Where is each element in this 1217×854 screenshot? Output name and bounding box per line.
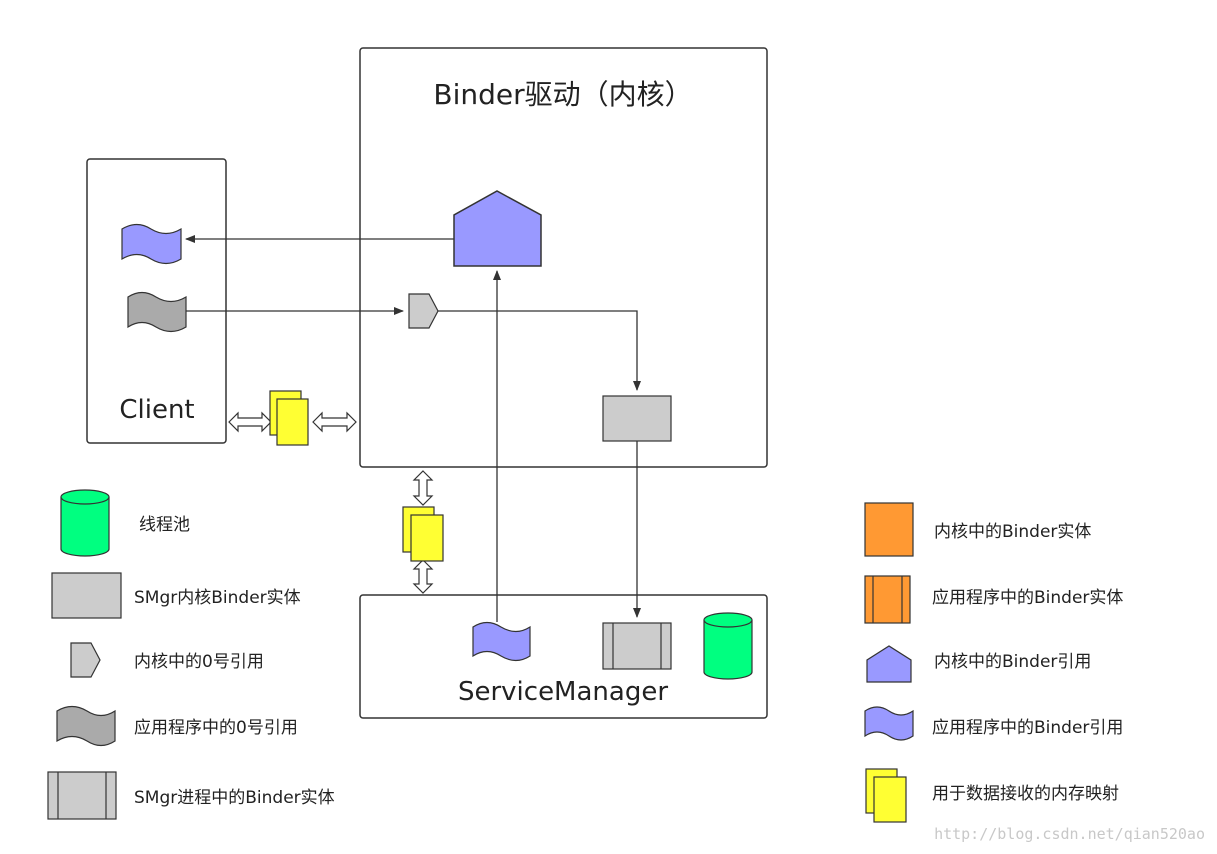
- legend-thread-pool-label: 线程池: [139, 515, 190, 535]
- double-arrow-client-right: [312, 411, 357, 433]
- app-ref-0-legend-icon: [56, 705, 116, 747]
- legend-smgr-process-entity-label: SMgr进程中的Binder实体: [134, 788, 335, 808]
- kernel-box: [359, 47, 768, 468]
- legend-kernel-binder-ref-label: 内核中的Binder引用: [934, 652, 1091, 672]
- kernel-binder-entity-legend-icon: [864, 502, 914, 557]
- client-memory-mapping-icon: [269, 390, 309, 446]
- legend-left: 线程池 SMgr内核Binder实体 内核中的0号引用 应用程序中的0号引用 S…: [47, 489, 335, 820]
- client-label: Client: [119, 395, 194, 425]
- smgr-kernel-entity-legend-icon: [51, 572, 122, 619]
- memory-mapping-legend-icon: [865, 768, 907, 823]
- kernel-ref-0-icon: [408, 293, 439, 329]
- kernel-ref-0-legend-icon: [70, 642, 101, 678]
- legend-right: 内核中的Binder实体 应用程序中的Binder实体 内核中的Binder引用…: [864, 502, 1123, 823]
- kernel-binder-ref-icon: [453, 190, 542, 267]
- double-arrow-sm-top: [412, 470, 434, 506]
- legend-smgr-kernel-entity-label: SMgr内核Binder实体: [134, 588, 301, 608]
- service-manager-label: ServiceManager: [458, 677, 668, 707]
- client-app-binder-ref-icon: [121, 223, 182, 265]
- sm-memory-mapping-icon: [402, 506, 444, 562]
- app-binder-entity-legend-icon: [864, 575, 911, 624]
- legend-app-ref-0-label: 应用程序中的0号引用: [134, 718, 298, 738]
- watermark: http://blog.csdn.net/qian520ao: [934, 825, 1205, 843]
- sm-process-entity-icon: [602, 622, 672, 670]
- legend-app-binder-entity-label: 应用程序中的Binder实体: [932, 588, 1123, 608]
- thread-pool-legend-icon: [60, 489, 110, 557]
- client-app-ref-0-icon: [127, 291, 187, 333]
- legend-app-binder-ref-label: 应用程序中的Binder引用: [932, 718, 1123, 738]
- sm-app-binder-ref-icon: [472, 621, 531, 662]
- sm-thread-pool-icon: [703, 612, 753, 680]
- double-arrow-client-left: [228, 411, 272, 433]
- smgr-process-entity-legend-icon: [47, 771, 117, 820]
- legend-kernel-binder-entity-label: 内核中的Binder实体: [934, 522, 1091, 542]
- kernel-binder-ref-legend-icon: [866, 645, 912, 683]
- arrow-ref0-to-smgr-entity: [438, 310, 641, 391]
- legend-memory-mapping-label: 用于数据接收的内存映射: [932, 784, 1119, 804]
- app-binder-ref-legend-icon: [864, 706, 914, 741]
- double-arrow-sm-bottom: [412, 559, 434, 594]
- kernel-box-title: Binder驱动（内核）: [433, 78, 692, 111]
- legend-kernel-ref-0-label: 内核中的0号引用: [134, 652, 264, 672]
- smgr-kernel-entity-icon: [602, 395, 672, 442]
